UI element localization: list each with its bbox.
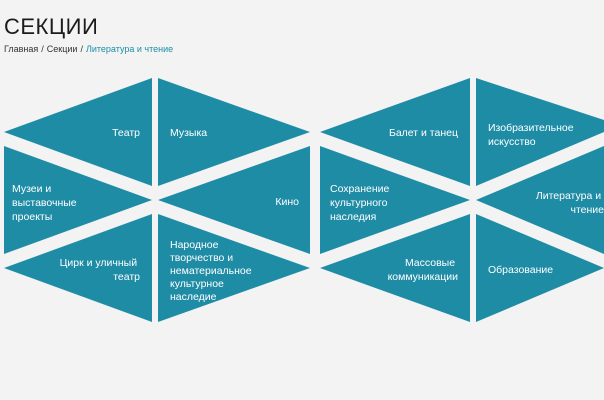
section-label-museums-2: выставочные: [12, 197, 77, 209]
section-label-theater: Театр: [112, 127, 140, 139]
section-label-mass-comm-2: коммуникации: [388, 271, 459, 283]
section-label-mass-comm-1: Массовые: [405, 257, 455, 269]
section-label-circus-2: театр: [113, 271, 140, 283]
section-label-music: Музыка: [170, 127, 207, 139]
breadcrumb-sections-link[interactable]: Секции: [46, 44, 78, 54]
svg-text:Театр: Театр: [112, 127, 140, 139]
section-label-heritage-1: Сохранение: [330, 183, 390, 195]
svg-text:Образование: Образование: [488, 264, 553, 276]
section-tile-theater[interactable]: Театр: [4, 78, 152, 186]
svg-text:Музеи и выставочные: Музеи и выставочные проекты: [12, 183, 80, 223]
section-label-circus-1: Цирк и уличный: [60, 257, 138, 269]
section-tile-folk[interactable]: Народное творчество и нематериальное кул…: [158, 214, 310, 322]
section-label-folk-1: Народное: [170, 239, 219, 251]
section-label-folk-4: культурное: [170, 278, 224, 290]
svg-text:Музыка: Музыка: [170, 127, 207, 139]
svg-text:Цирк и уличный театр: Цирк и уличный театр: [60, 257, 141, 283]
section-label-heritage-2: культурного: [330, 197, 388, 209]
svg-text:Литература и чтение: Литература и чтение: [536, 190, 604, 216]
breadcrumb-current: Литература и чтение: [85, 44, 174, 54]
svg-text:Массовые коммуникации: Массовые коммуникации: [388, 257, 459, 283]
svg-text:Кино: Кино: [275, 196, 299, 208]
section-label-folk-5: наследие: [170, 291, 217, 303]
svg-text:Балет и танец: Балет и танец: [389, 127, 458, 139]
section-tile-circus[interactable]: Цирк и уличный театр: [4, 214, 152, 322]
section-label-folk-2: творчество и: [170, 252, 233, 264]
section-label-fine-art-1: Изобразительное: [488, 122, 574, 134]
svg-text:Изобразительное искусств: Изобразительное искусство: [488, 122, 577, 148]
svg-text:Народное творчество и: Народное творчество и нематериальное кул…: [170, 239, 255, 303]
section-tile-fine-art[interactable]: Изобразительное искусство: [476, 78, 604, 186]
svg-text:Сохранение культурного: Сохранение культурного наследия: [330, 183, 392, 223]
section-tile-education[interactable]: Образование: [476, 214, 604, 322]
section-label-ballet: Балет и танец: [389, 127, 458, 139]
breadcrumb-home-link[interactable]: Главная: [4, 44, 39, 54]
section-label-education: Образование: [488, 264, 553, 276]
section-label-fine-art-2: искусство: [488, 136, 536, 148]
section-tile-literature[interactable]: Литература и чтение: [476, 146, 604, 254]
section-label-heritage-3: наследия: [330, 211, 376, 223]
section-tile-mass-comm[interactable]: Массовые коммуникации: [320, 214, 470, 322]
section-label-literature-1: Литература и: [536, 190, 601, 202]
page-title: СЕКЦИИ: [4, 14, 99, 39]
breadcrumb-separator: /: [41, 44, 44, 54]
section-tile-heritage[interactable]: Сохранение культурного наследия: [320, 146, 470, 254]
section-tile-museums[interactable]: Музеи и выставочные проекты: [4, 146, 152, 254]
section-label-museums-3: проекты: [12, 211, 52, 223]
breadcrumb: Главная/Секции/Литература и чтение: [4, 44, 173, 54]
section-label-literature-2: чтение: [570, 204, 604, 216]
section-tile-music[interactable]: Музыка: [158, 78, 310, 186]
section-label-folk-3: нематериальное: [170, 265, 252, 277]
breadcrumb-separator: /: [80, 44, 83, 54]
section-label-cinema: Кино: [275, 196, 299, 208]
section-label-museums-1: Музеи и: [12, 183, 51, 195]
section-tile-cinema[interactable]: Кино: [158, 146, 310, 254]
section-tile-ballet[interactable]: Балет и танец: [320, 78, 470, 186]
